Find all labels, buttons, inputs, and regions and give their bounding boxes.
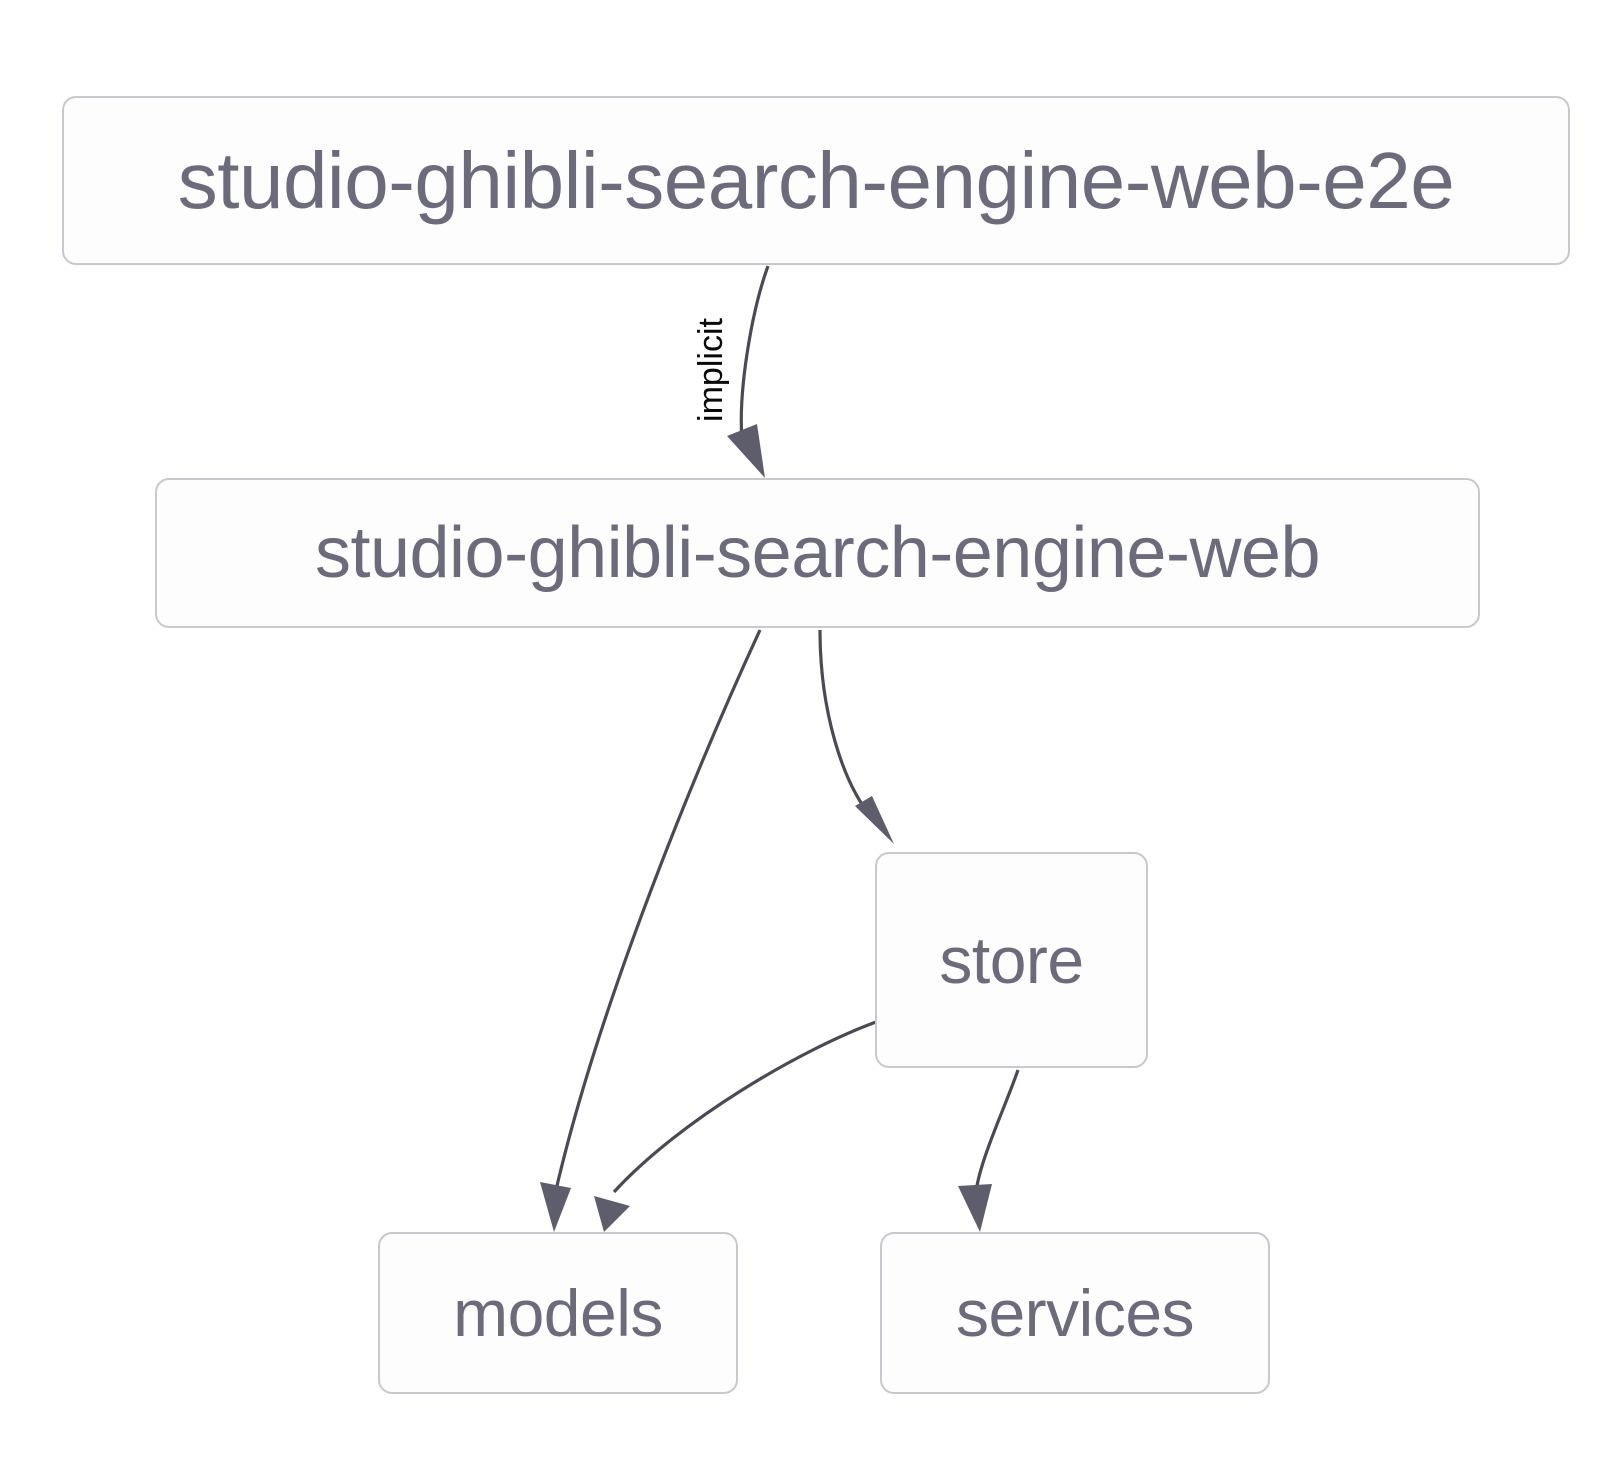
edge-arrowhead-store-models [594, 1196, 630, 1232]
edge-path-web-store [818, 629, 874, 820]
edge-label-implicit: implicit [692, 318, 730, 422]
edge-path-web-models [554, 629, 762, 1191]
node-label: studio-ghibli-search-engine-web [314, 513, 1321, 593]
edge-arrowhead-web-store [855, 796, 894, 844]
edge-path-e2e-web [739, 265, 770, 441]
edge-arrowhead-web-models [540, 1182, 571, 1232]
edge-store-to-models [594, 1020, 877, 1232]
node-studio-ghibli-search-engine-web-e2e[interactable]: studio-ghibli-search-engine-web-e2e [62, 96, 1570, 265]
node-label: services [955, 1276, 1195, 1350]
edge-store-to-services [958, 1069, 1020, 1232]
edge-arrowhead-e2e-web [727, 424, 765, 478]
node-models[interactable]: models [378, 1232, 738, 1394]
node-label: studio-ghibli-search-engine-web-e2e [177, 135, 1455, 225]
edge-web-to-store [818, 629, 894, 844]
node-label: models [453, 1276, 663, 1350]
edge-path-store-models [612, 1020, 877, 1194]
edge-arrowhead-store-services [958, 1184, 992, 1232]
edge-path-store-services [974, 1069, 1020, 1193]
edge-web-to-models [540, 629, 762, 1232]
node-services[interactable]: services [880, 1232, 1270, 1394]
edge-e2e-to-web: implicit [692, 265, 770, 478]
node-store[interactable]: store [875, 852, 1148, 1068]
node-studio-ghibli-search-engine-web[interactable]: studio-ghibli-search-engine-web [155, 478, 1480, 628]
node-label: store [939, 923, 1084, 997]
